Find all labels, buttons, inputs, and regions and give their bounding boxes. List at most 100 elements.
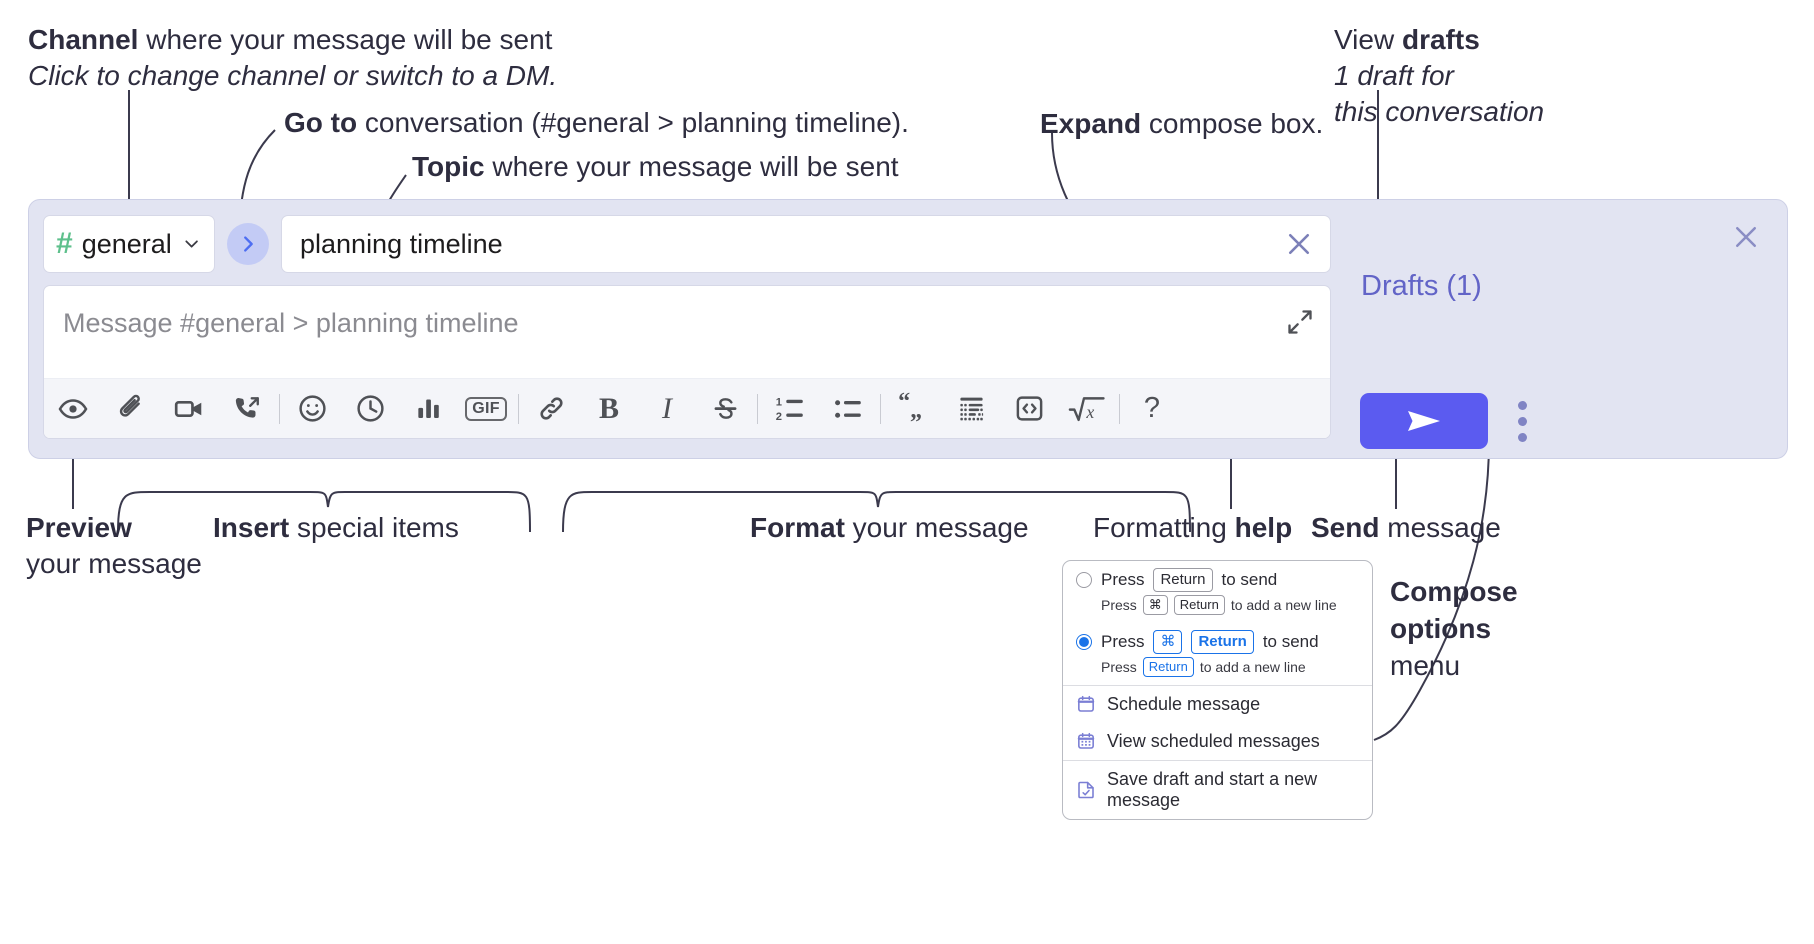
inline-code-icon: [1016, 396, 1042, 421]
send-option-return[interactable]: Press Return to send: [1063, 561, 1372, 593]
svg-text:1: 1: [776, 396, 782, 408]
attach-button[interactable]: [108, 386, 154, 432]
annotation-insert-rest: special items: [289, 512, 459, 543]
compose-header-row: # general: [43, 214, 1331, 274]
bullet-list-button[interactable]: [825, 386, 871, 432]
annotation-channel-rest: where your message will be sent: [138, 24, 553, 55]
expand-compose-button[interactable]: [1286, 308, 1314, 341]
annotation-preview-bold: Preview: [26, 512, 132, 543]
video-camera-icon: [174, 400, 202, 417]
separator-4: [880, 393, 881, 424]
hash-icon: #: [56, 227, 73, 260]
annotation-compose-line3: menu: [1390, 650, 1461, 682]
radio-button[interactable]: [1076, 572, 1092, 589]
math-button[interactable]: x: [1064, 386, 1110, 432]
annotation-drafts-sub2: this conversation: [1334, 95, 1545, 127]
annotation-expand-bold: Expand: [1040, 108, 1142, 139]
strikethrough-icon: [714, 398, 736, 419]
sub-press-label: Press: [1101, 597, 1137, 614]
smiley-icon: [298, 395, 326, 422]
annotation-channel: Channel where your message will be sent …: [28, 22, 557, 94]
link-button[interactable]: [528, 386, 574, 432]
menu-item-view-scheduled[interactable]: View scheduled messages: [1063, 723, 1372, 760]
sub-press-label: Press: [1101, 658, 1137, 675]
annotation-topic-rest: where your message will be sent: [484, 151, 899, 182]
italic-button[interactable]: I: [644, 386, 690, 432]
annotation-channel-sub: Click to change channel or switch to a D…: [28, 59, 558, 91]
annotation-send-rest: message: [1379, 512, 1501, 543]
channel-selector[interactable]: # general: [43, 215, 215, 273]
bold-button[interactable]: B: [586, 386, 632, 432]
gif-button[interactable]: GIF: [463, 386, 509, 432]
close-icon: [1736, 227, 1756, 247]
key-return: Return: [1173, 595, 1225, 615]
goto-conversation-button[interactable]: [227, 223, 269, 265]
blockquote-button[interactable]: “ „: [890, 386, 936, 432]
annotation-goto: Go to conversation (#general > planning …: [284, 105, 909, 141]
annotation-insert: Insert special items: [213, 510, 459, 546]
annotation-goto-rest: conversation (#general > planning timeli…: [357, 107, 909, 138]
annotation-format-rest: your message: [844, 512, 1029, 543]
poll-button[interactable]: [405, 386, 451, 432]
strikethrough-button[interactable]: [702, 386, 748, 432]
emoji-button[interactable]: [289, 386, 335, 432]
send-button[interactable]: [1360, 393, 1488, 449]
clock-icon: [356, 395, 384, 422]
drafts-link[interactable]: Drafts (1): [1361, 270, 1482, 302]
annotation-drafts-sub1: 1 draft for: [1334, 59, 1454, 91]
compose-panel: # general: [28, 199, 1788, 459]
reminder-button[interactable]: [347, 386, 393, 432]
annotation-insert-bold: Insert: [213, 512, 290, 543]
sub-action-label: to add a new line: [1230, 597, 1337, 614]
code-block-button[interactable]: [948, 386, 994, 432]
video-button[interactable]: [166, 386, 212, 432]
ordered-list-button[interactable]: 1 2: [767, 386, 813, 432]
annotation-compose-line2: options: [1390, 613, 1492, 645]
annotation-drafts-plain: View: [1334, 24, 1402, 55]
topic-clear-button[interactable]: [1276, 221, 1322, 267]
audio-button[interactable]: [224, 386, 270, 432]
radio-button-selected[interactable]: [1076, 633, 1092, 650]
compose-options-button[interactable]: [1505, 396, 1539, 446]
phone-arrow-icon: [235, 396, 259, 418]
annotation-formatting-help: Formatting help: [1093, 510, 1292, 546]
topic-field[interactable]: [281, 215, 1331, 273]
send-option-cmd-return[interactable]: Press ⌘ Return to send: [1063, 623, 1372, 655]
annotation-preview-line2: your message: [26, 547, 202, 579]
channel-name: general: [81, 228, 172, 259]
send-option-return-sub: Press ⌘ Return to add a new line: [1063, 592, 1372, 623]
menu-item-save-draft[interactable]: Save draft and start a new message: [1063, 761, 1372, 819]
help-button[interactable]: ?: [1129, 386, 1175, 432]
preview-button[interactable]: [50, 386, 96, 432]
key-return: Return: [1142, 657, 1194, 677]
svg-text:x: x: [1085, 401, 1094, 421]
link-icon: [539, 397, 563, 420]
menu-item-label: View scheduled messages: [1107, 730, 1320, 751]
svg-text:2: 2: [776, 411, 782, 423]
close-icon: [1288, 233, 1310, 255]
annotation-goto-bold: Go to: [284, 107, 358, 138]
separator-2: [518, 393, 519, 424]
annotation-topic-bold: Topic: [412, 151, 485, 182]
inline-code-button[interactable]: [1006, 386, 1052, 432]
save-draft-icon: [1078, 781, 1094, 798]
svg-text:“: “: [898, 392, 910, 415]
paperclip-icon: [119, 394, 140, 417]
topic-input[interactable]: [298, 227, 1276, 261]
kebab-menu-icon: [1517, 432, 1527, 442]
message-box[interactable]: Message #general > planning timeline: [43, 285, 1331, 439]
calendar-grid-icon: [1077, 732, 1095, 749]
annotation-format-bold: Format: [750, 512, 845, 543]
gif-icon: GIF: [465, 396, 507, 421]
annotation-drafts: View drafts 1 draft for this conversatio…: [1334, 22, 1544, 129]
panel-close-button[interactable]: [1723, 214, 1769, 260]
menu-item-schedule-message[interactable]: Schedule message: [1063, 686, 1372, 723]
menu-divider: [1063, 759, 1372, 761]
message-input[interactable]: Message #general > planning timeline: [63, 308, 519, 338]
separator-1: [279, 393, 280, 424]
bullet-list-icon: [835, 399, 861, 418]
chevron-right-icon: [244, 236, 253, 252]
formatting-toolbar: GIF B: [44, 378, 1330, 438]
